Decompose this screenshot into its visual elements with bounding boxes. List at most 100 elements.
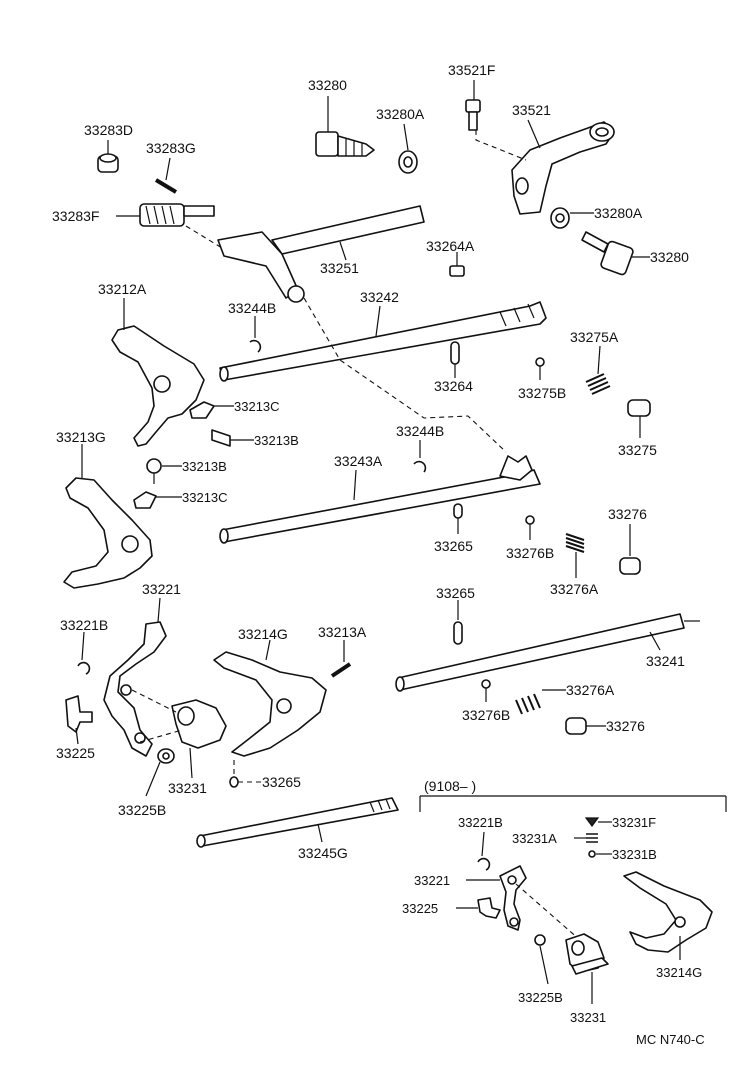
part-33225-pin <box>65 695 93 745</box>
part-33280-plug-right <box>581 231 650 276</box>
inset-label-33225B: 33225B <box>518 990 563 1005</box>
part-33265-pin-mid <box>453 600 463 645</box>
inset-part-33231F <box>584 817 612 827</box>
part-33283G-pin <box>154 157 178 194</box>
label-33521: 33521 <box>512 102 551 118</box>
part-33221B-clip <box>77 631 91 675</box>
part-33231-block <box>171 699 227 779</box>
part-33280A-washer-right <box>550 207 594 229</box>
label-33213C-top: 33213C <box>234 399 280 414</box>
inset-part-33231B-ball <box>588 850 612 858</box>
diagram-code: MC N740-C <box>636 1032 705 1047</box>
leader-lever-to-block-2 <box>139 729 183 743</box>
label-33280-right: 33280 <box>650 249 689 265</box>
label-33280A-top: 33280A <box>376 106 425 122</box>
inset-label-33221B: 33221B <box>458 815 503 830</box>
label-33213A: 33213A <box>318 624 367 640</box>
part-33213B-screw-mid <box>146 458 182 484</box>
label-33276A-mid: 33276A <box>566 682 615 698</box>
label-33214G: 33214G <box>238 626 288 642</box>
label-33265-mid: 33265 <box>436 585 475 601</box>
label-33243A: 33243A <box>334 453 383 469</box>
inset-label-33225: 33225 <box>402 901 438 916</box>
label-33241: 33241 <box>646 653 685 669</box>
part-33265-pin-top <box>453 503 463 534</box>
part-33213G-fork <box>63 444 153 589</box>
label-33280-top: 33280 <box>308 77 347 93</box>
part-33213C-shoe-top <box>189 401 234 419</box>
inset-label-33231: 33231 <box>570 1010 606 1025</box>
label-33245G: 33245G <box>298 845 348 861</box>
label-33276B-top: 33276B <box>506 545 554 561</box>
inset-label-33231B: 33231B <box>612 847 657 862</box>
part-33280-plug <box>315 96 375 157</box>
part-33276A-spring-mid <box>515 689 566 715</box>
label-33231: 33231 <box>168 780 207 796</box>
part-33521-arm <box>511 119 615 215</box>
part-33214G-fork <box>213 639 327 757</box>
part-33213A-pin <box>330 640 352 678</box>
part-33213C-shoe-mid <box>133 491 182 509</box>
label-33276A-top: 33276A <box>550 581 599 597</box>
label-33264: 33264 <box>434 378 473 394</box>
part-33225B-washer <box>145 748 175 797</box>
leader-bracket-to-rod <box>303 297 507 453</box>
inset-part-33225B-washer <box>534 934 549 985</box>
part-33243A-rod <box>219 455 541 544</box>
part-33244B-clip-mid <box>413 440 427 473</box>
part-33264-pin <box>450 341 460 378</box>
label-33213C-mid: 33213C <box>182 490 228 505</box>
label-33276-top: 33276 <box>608 506 647 522</box>
inset-part-33231-block <box>565 933 609 1004</box>
part-33242-rod <box>219 301 547 382</box>
label-33275B: 33275B <box>518 385 566 401</box>
label-33280A-right: 33280A <box>594 205 643 221</box>
label-33213B-top: 33213B <box>254 433 299 448</box>
part-33212A-fork <box>111 298 205 447</box>
leader-33283-to-bracket <box>185 225 223 249</box>
label-33213B-mid: 33213B <box>182 459 227 474</box>
inset-date-range: (9108– ) <box>424 778 476 794</box>
label-33521F: 33521F <box>448 62 495 78</box>
inset-label-33214G: 33214G <box>656 965 702 980</box>
part-33251-bracket <box>217 205 425 303</box>
label-33264A: 33264A <box>426 238 475 254</box>
part-33275A-spring <box>585 345 611 395</box>
leader-lever-to-block <box>131 689 177 713</box>
label-33275: 33275 <box>618 442 657 458</box>
inset-label-33221: 33221 <box>414 873 450 888</box>
label-33265-low: 33265 <box>262 774 301 790</box>
part-33280A-washer <box>398 123 418 174</box>
part-33265-pin-low <box>229 760 262 788</box>
part-33275-plug <box>627 399 651 438</box>
part-33221-lever <box>103 597 167 757</box>
inset-part-33214G-fork <box>623 871 713 960</box>
part-33213B-screw-top <box>211 429 254 447</box>
label-33275A: 33275A <box>570 329 619 345</box>
inset-label-33231F: 33231F <box>612 815 656 830</box>
part-33276B-ball-top <box>525 515 535 540</box>
leader-33521F-to-arm <box>475 130 527 161</box>
part-33276-plug-mid <box>565 717 606 735</box>
part-33276A-spring-top <box>565 533 585 578</box>
label-33283G: 33283G <box>146 140 196 156</box>
label-33276B-mid: 33276B <box>462 707 510 723</box>
label-33244B-top: 33244B <box>228 300 276 316</box>
part-33244B-clip-top <box>249 316 262 353</box>
label-33251: 33251 <box>320 260 359 276</box>
label-33213G: 33213G <box>56 429 106 445</box>
part-33283F-detent <box>116 203 215 227</box>
inset-frame <box>419 795 727 812</box>
label-33283F: 33283F <box>52 208 99 224</box>
label-33242: 33242 <box>360 289 399 305</box>
inset-part-33221-lever <box>466 865 527 931</box>
label-33283D: 33283D <box>84 122 133 138</box>
label-33276-mid: 33276 <box>606 718 645 734</box>
part-33276B-ball-mid <box>481 679 491 702</box>
label-33221: 33221 <box>142 581 181 597</box>
label-33225: 33225 <box>56 745 95 761</box>
inset-part-33221B-clip <box>477 831 491 871</box>
inset-part-33225 <box>456 897 501 919</box>
